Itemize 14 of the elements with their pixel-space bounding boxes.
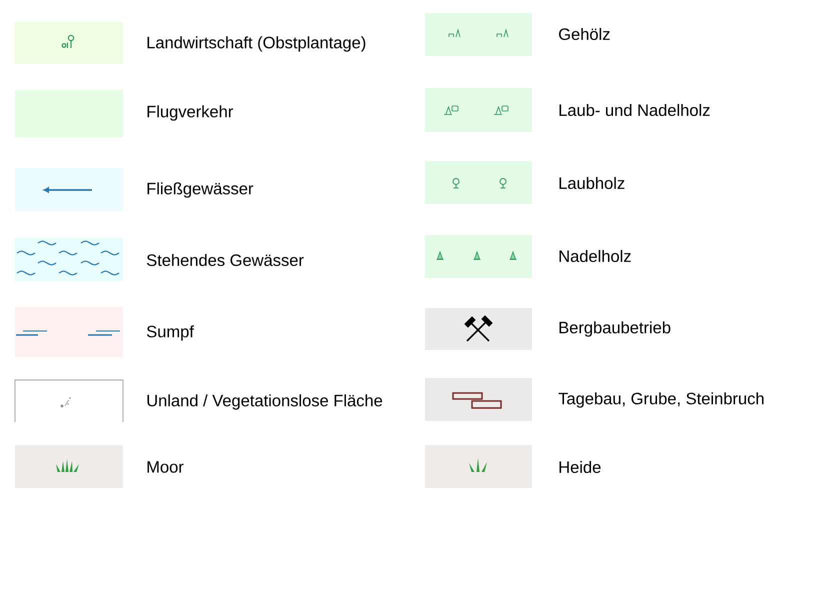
legend-label: Bergbaubetrieb bbox=[560, 321, 670, 337]
legend-label: Tagebau, Grube, Steinbruch bbox=[558, 392, 764, 408]
legend-label: Gehölz bbox=[559, 28, 610, 40]
legend-label: Laubholz bbox=[560, 176, 624, 190]
legend-label: Heide bbox=[560, 460, 601, 474]
legend-label: Unland / Vegetationslose Fläche bbox=[147, 394, 382, 410]
legend-label: Moor bbox=[148, 461, 184, 473]
legend-label: Landwirtschaft (Obstplantage) bbox=[148, 36, 366, 52]
legend-label: Sumpf bbox=[146, 325, 194, 341]
legend-label: Laub- und Nadelholz bbox=[560, 104, 710, 116]
legend-label: Fließgewässer bbox=[148, 182, 254, 198]
legend-label: Nadelholz bbox=[560, 250, 631, 262]
legend-label: Flugverkehr bbox=[148, 105, 234, 121]
legend-label: Stehendes Gewässer bbox=[146, 254, 304, 266]
